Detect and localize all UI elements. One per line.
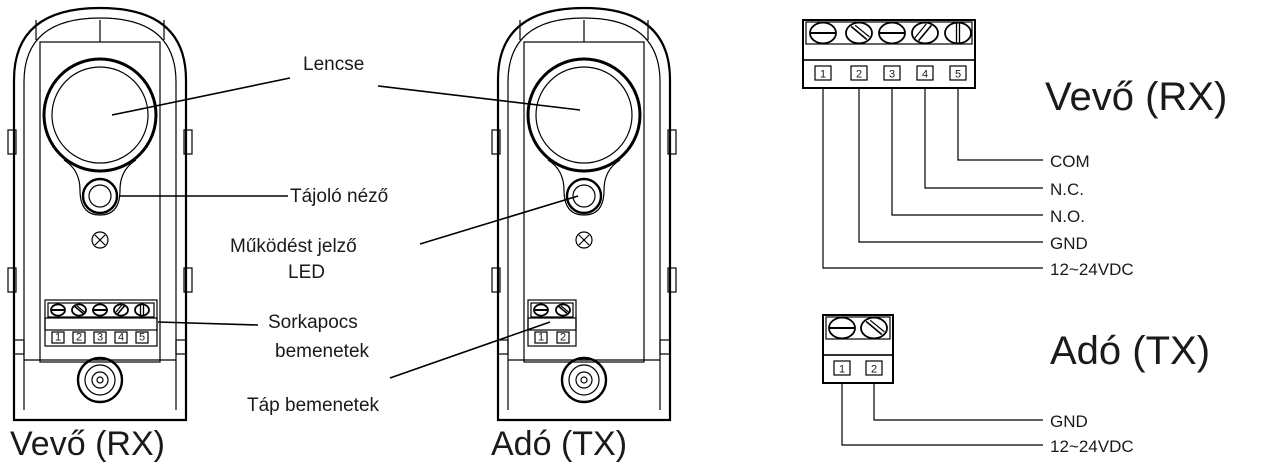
rx-pin-label-3: N.O.	[1050, 207, 1085, 226]
svg-text:3: 3	[97, 332, 103, 344]
tx-pin-label-2: 12~24VDC	[1050, 437, 1134, 456]
rx-screw-2	[845, 21, 873, 45]
tx-screw-1	[828, 316, 856, 340]
rx-wire-5	[822, 88, 1043, 269]
rx-mini-screw-1	[50, 303, 66, 317]
rx-pin-label-2: N.C.	[1050, 180, 1084, 199]
tx-wire-2	[841, 383, 1043, 446]
rx-pin-number-5: 5	[949, 65, 967, 81]
tx-pin-label-1: GND	[1050, 412, 1088, 431]
terminal-label-line1: Sorkapocs	[268, 312, 358, 333]
svg-text:1: 1	[839, 364, 845, 376]
rx-mini-screw-5	[134, 303, 150, 317]
rx-mini-screw-3	[92, 303, 108, 317]
rx-mini-number-4: 4	[114, 331, 128, 344]
rx-mini-number-2: 2	[72, 331, 86, 344]
tx-mini-screw-2	[555, 303, 571, 317]
svg-text:2: 2	[560, 332, 566, 344]
tx-screw-icon	[575, 231, 593, 249]
rx-screw-4	[911, 21, 939, 45]
svg-text:3: 3	[889, 69, 895, 81]
led-label-line2: LED	[288, 262, 325, 283]
rx-pin-number-4: 4	[916, 65, 934, 81]
rx-lens	[42, 57, 158, 173]
tx-wiring	[841, 383, 1043, 446]
rx-mini-number-3: 3	[93, 331, 107, 344]
rx-terminal-block: 1 2 3 4 5	[802, 19, 976, 89]
rx-pin-label-4: GND	[1050, 234, 1088, 253]
tx-pin-number-2: 2	[865, 360, 883, 376]
lens-label: Lencse	[303, 54, 364, 75]
tx-mini-screw-1	[533, 303, 549, 317]
tx-sight	[565, 177, 603, 215]
svg-text:1: 1	[820, 69, 826, 81]
callout-lines	[111, 77, 581, 379]
svg-text:1: 1	[538, 332, 544, 344]
tx-pin-number-1: 1	[833, 360, 851, 376]
rx-wire-1	[957, 88, 1043, 161]
rx-wiring	[822, 88, 1043, 269]
rx-mini-number-5: 5	[135, 331, 149, 344]
rx-mini-number-1: 1	[51, 331, 65, 344]
rx-pin-number-1: 1	[814, 65, 832, 81]
rx-wire-3	[891, 88, 1043, 216]
rx-terminal-title: Vevő (RX)	[1045, 75, 1227, 119]
tx-wire-1	[873, 383, 1043, 421]
tx-caption: Adó (TX)	[491, 425, 627, 463]
svg-text:2: 2	[871, 364, 877, 376]
svg-text:2: 2	[856, 69, 862, 81]
rx-mini-screw-2	[71, 303, 87, 317]
rx-screw-5	[944, 21, 972, 45]
tx-screw-2	[860, 316, 888, 340]
rx-mini-terminal: 1 2 3 4 5	[44, 299, 158, 347]
tx-lens	[526, 57, 642, 173]
svg-text:5: 5	[139, 332, 145, 344]
rx-pin-number-2: 2	[850, 65, 868, 81]
rx-screw-icon	[91, 231, 109, 249]
rx-mini-screw-4	[113, 303, 129, 317]
rx-screw-1	[809, 21, 837, 45]
rx-wire-2	[924, 88, 1043, 189]
tx-terminal-title: Adó (TX)	[1050, 329, 1210, 373]
tx-mini-number-2: 2	[556, 331, 570, 344]
power-label: Táp bemenetek	[247, 395, 380, 416]
terminal-label-line2: bemenetek	[275, 341, 370, 362]
rx-pin-number-3: 3	[883, 65, 901, 81]
rx-wire-4	[858, 88, 1043, 243]
svg-text:1: 1	[55, 332, 61, 344]
sight-label: Tájoló néző	[290, 186, 388, 207]
svg-text:4: 4	[922, 69, 928, 81]
led-label-line1: Működést jelző	[230, 236, 357, 257]
rx-pin-label-5: 12~24VDC	[1050, 260, 1134, 279]
rx-pin-label-1: COM	[1050, 152, 1090, 171]
svg-text:5: 5	[955, 69, 961, 81]
svg-text:4: 4	[118, 332, 124, 344]
rx-screw-3	[878, 21, 906, 45]
tx-mini-number-1: 1	[534, 331, 548, 344]
svg-text:2: 2	[76, 332, 82, 344]
rx-caption: Vevő (RX)	[10, 425, 165, 463]
rx-device: 1 2 3 4 5	[7, 6, 193, 422]
rx-sight	[81, 177, 119, 215]
